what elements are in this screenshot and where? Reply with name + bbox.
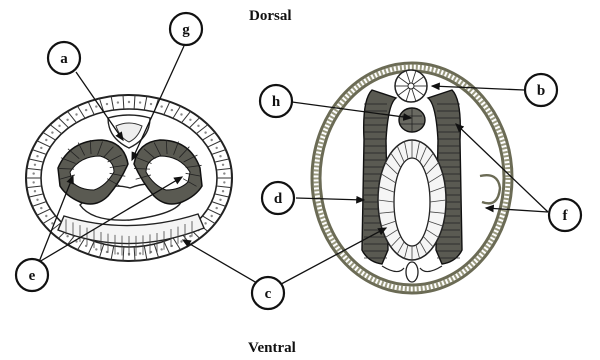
leader-c-1 [183, 240, 262, 286]
right-embryo [312, 63, 512, 293]
label-h: h [260, 85, 292, 117]
label-c: c [252, 277, 284, 309]
label-g: g [170, 13, 202, 45]
right-notochord [399, 108, 425, 132]
right-neural-tube [395, 70, 427, 102]
ventral-oval [406, 262, 418, 282]
svg-text:b: b [537, 83, 545, 99]
svg-text:a: a [60, 51, 68, 67]
label-d: d [262, 182, 294, 214]
svg-text:e: e [29, 268, 36, 284]
svg-text:c: c [265, 286, 272, 302]
svg-text:h: h [272, 94, 281, 110]
right-gut-tube [378, 140, 446, 260]
left-embryo [26, 95, 232, 261]
svg-text:d: d [274, 191, 283, 207]
label-f: f [549, 199, 581, 231]
label-e: e [16, 259, 48, 291]
svg-text:g: g [182, 22, 190, 38]
label-a: a [48, 42, 80, 74]
label-b: b [525, 74, 557, 106]
